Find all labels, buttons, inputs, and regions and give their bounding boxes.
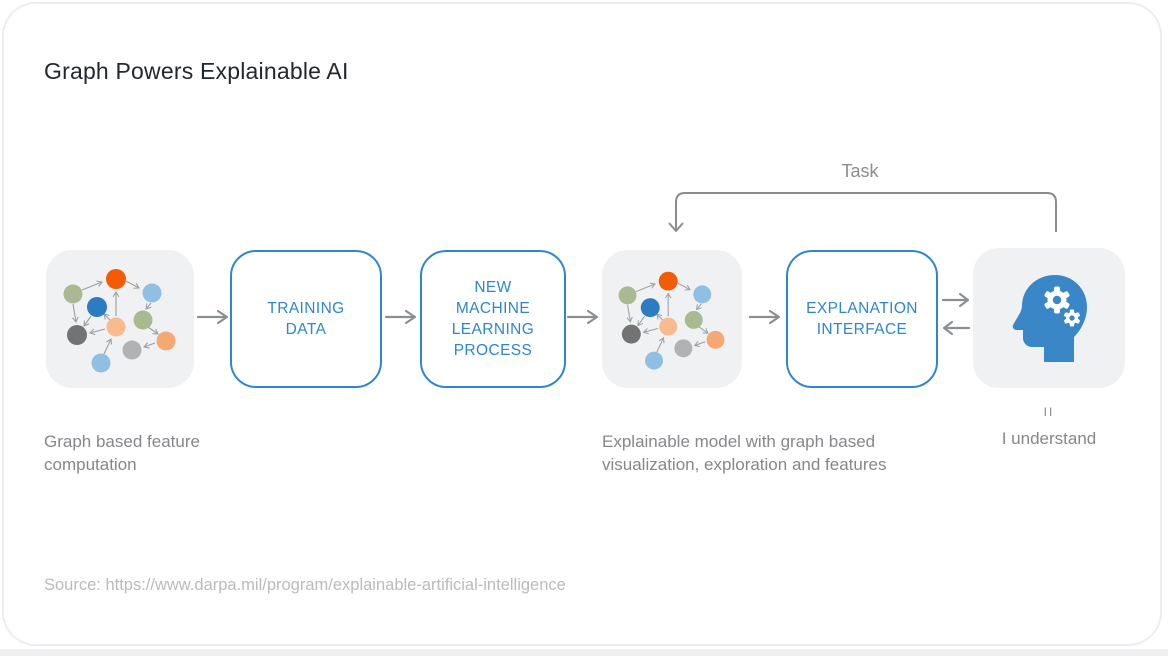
ml-process-box: NEW MACHINE LEARNING PROCESS: [420, 250, 566, 388]
human-head-gears-icon: [1012, 275, 1087, 362]
arrow-right-icon: [941, 292, 970, 308]
graph-network-icon: [618, 271, 725, 370]
training-data-label: TRAINING DATA: [267, 300, 345, 338]
bottom-band: [0, 649, 1168, 656]
training-data-box: TRAINING DATA: [230, 250, 382, 388]
user-tile: [973, 248, 1125, 388]
page-title: Graph Powers Explainable AI: [44, 58, 349, 84]
explainable-model-caption: Explainable model with graph based visua…: [602, 432, 887, 474]
arrow-left-icon: [942, 320, 971, 336]
card: [2, 2, 1162, 646]
i-understand-caption: I understand: [1001, 429, 1097, 448]
arrow-right-icon: [384, 309, 417, 325]
ml-process-label: NEW MACHINE LEARNING PROCESS: [451, 279, 535, 359]
arrow-right-icon: [566, 309, 599, 325]
graph-feature-caption: Graph based feature computation: [44, 432, 200, 474]
task-label: Task: [841, 161, 879, 181]
explainable-model-tile: [602, 250, 742, 388]
source-attribution: Source: https://www.darpa.mil/program/ex…: [44, 576, 566, 594]
arrow-right-icon: [748, 309, 781, 325]
task-return-bracket-icon: [668, 192, 1057, 232]
explanation-interface-box: EXPLANATION INTERFACE: [786, 250, 938, 388]
graph-input-tile: [46, 250, 194, 388]
graph-network-icon: [63, 269, 176, 373]
explanation-interface-label: EXPLANATION INTERFACE: [806, 300, 918, 338]
arrow-right-icon: [196, 309, 229, 325]
gear-icon: [1044, 286, 1070, 314]
gear-icon: [1064, 309, 1080, 327]
ditto-mark: II: [1043, 405, 1055, 419]
